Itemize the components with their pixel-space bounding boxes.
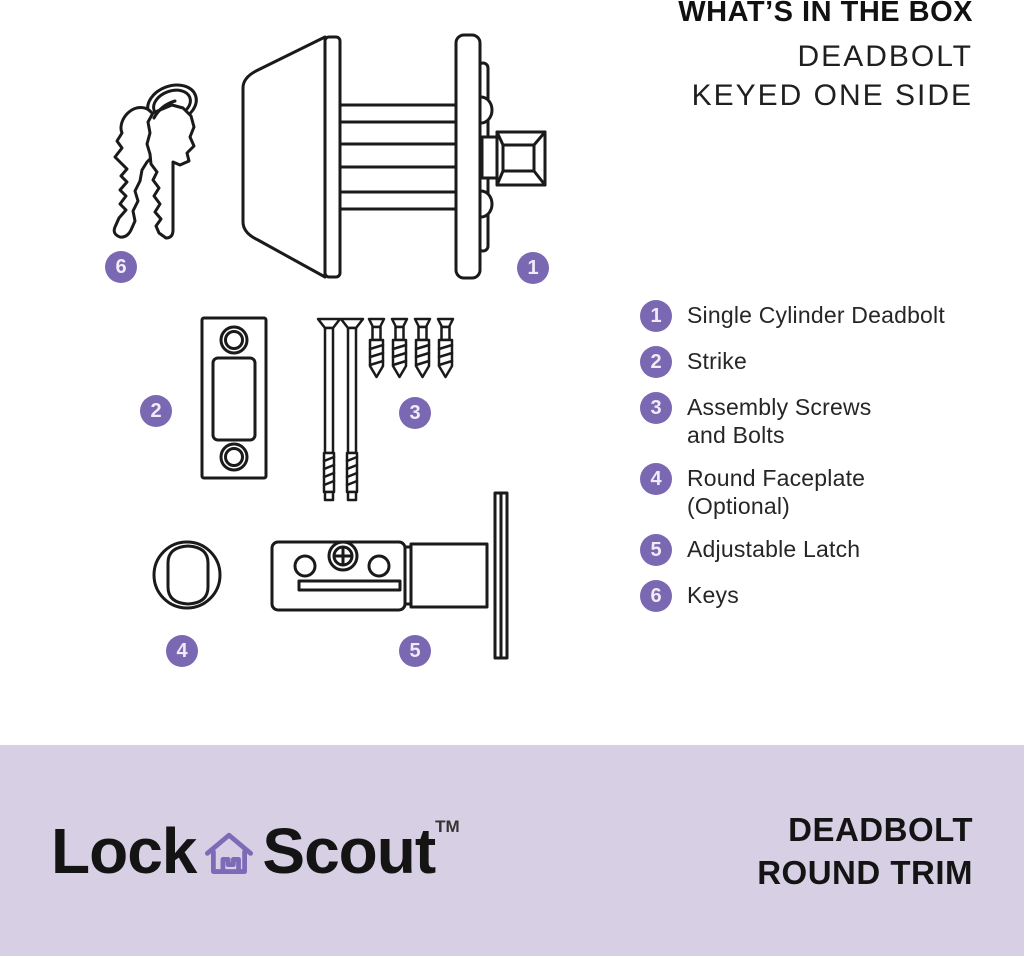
wood-screw: [390, 317, 409, 379]
wood-screw: [413, 317, 432, 379]
header: WHAT’S IN THE BOX DEADBOLT KEYED ONE SID…: [678, 0, 973, 115]
legend-item-strike: 2 Strike: [640, 346, 945, 378]
callout-2: 2: [140, 395, 172, 427]
callout-5: 5: [399, 635, 431, 667]
legend-item-latch: 5 Adjustable Latch: [640, 534, 945, 566]
legend-item-deadbolt: 1 Single Cylinder Deadbolt: [640, 300, 945, 332]
legend-badge-2: 2: [640, 346, 672, 378]
long-bolt: [339, 317, 365, 502]
legend-badge-1: 1: [640, 300, 672, 332]
callout-1: 1: [517, 252, 549, 284]
page-title: WHAT’S IN THE BOX: [678, 0, 973, 28]
keys-drawing: [112, 83, 198, 240]
trademark: TM: [435, 816, 460, 836]
legend-item-keys: 6 Keys: [640, 580, 945, 612]
strike-drawing: [200, 316, 268, 480]
legend-label-6: Keys: [687, 582, 739, 608]
product-line-2: ROUND TRIM: [757, 853, 973, 891]
footer: Lock Scout TM DEADBOLT ROUND TRIM: [0, 745, 1024, 956]
screws-drawing: [316, 317, 455, 502]
faceplate-drawing: [152, 540, 222, 610]
legend: 1 Single Cylinder Deadbolt 2 Strike 3 As…: [640, 300, 945, 626]
product-line-1: DEADBOLT: [788, 810, 973, 848]
legend-label-1: Single Cylinder Deadbolt: [687, 302, 945, 328]
legend-label-5: Adjustable Latch: [687, 536, 861, 562]
product-name: DEADBOLT ROUND TRIM: [757, 808, 973, 894]
legend-badge-4: 4: [640, 463, 672, 495]
latch-drawing: [270, 491, 509, 660]
long-bolt: [316, 317, 342, 502]
legend-item-screws: 3 Assembly Screws and Bolts: [640, 392, 945, 449]
deadbolt-drawing: [241, 33, 547, 280]
callout-6: 6: [105, 251, 137, 283]
callout-4: 4: [166, 635, 198, 667]
legend-item-faceplate: 4 Round Faceplate (Optional): [640, 463, 945, 520]
subtitle-line-1: DEADBOLT: [797, 40, 973, 73]
callout-3: 3: [399, 397, 431, 429]
legend-badge-6: 6: [640, 580, 672, 612]
house-icon: [205, 832, 254, 874]
subtitle-line-2: KEYED ONE SIDE: [691, 79, 973, 112]
brand-word-lock: Lock: [51, 814, 197, 887]
wood-screw: [436, 317, 455, 379]
legend-label-2: Strike: [687, 348, 747, 374]
legend-label-3: Assembly Screws and Bolts: [687, 394, 872, 448]
brand-logo: Lock Scout TM: [51, 814, 460, 888]
legend-label-4: Round Faceplate (Optional): [687, 465, 866, 519]
legend-badge-5: 5: [640, 534, 672, 566]
wood-screw: [367, 317, 386, 379]
legend-badge-3: 3: [640, 392, 672, 424]
parts-diagram: [112, 33, 547, 660]
brand-word-scout: Scout: [262, 814, 436, 887]
